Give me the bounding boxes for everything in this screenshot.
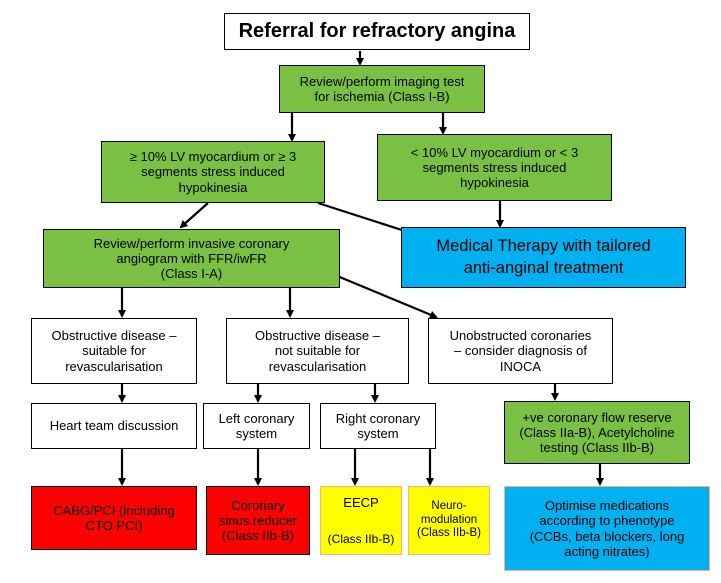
coronary-sinus-reducer-box: Coronary sinus reducer (Class IIb-B)	[206, 486, 310, 555]
left-coronary-box: Left coronary system	[203, 403, 310, 449]
cabg-pci-box: CABG/PCI (including CTO PCI)	[31, 486, 197, 550]
right-coronary-box: Right coronary system	[320, 403, 436, 449]
coronary-flow-reserve-box: +ve coronary flow reserve (Class IIa-B),…	[504, 401, 690, 464]
eecp-class: (Class IIb-B)	[327, 531, 395, 546]
optimise-medications-box: Optimise medications according to phenot…	[504, 486, 710, 571]
title-box: Referral for refractory angina	[224, 13, 530, 50]
angiogram-box: Review/perform invasive coronary angiogr…	[43, 229, 340, 288]
lv-ge10-box: ≥ 10% LV myocardium or ≥ 3 segments stre…	[101, 141, 325, 203]
obstructive-suitable-box: Obstructive disease – suitable for revas…	[31, 318, 197, 384]
unobstructed-box: Unobstructed coronaries – consider diagn…	[428, 318, 613, 384]
imaging-test-box: Review/perform imaging test for ischemia…	[279, 65, 485, 113]
obstructive-not-suitable-box: Obstructive disease – not suitable for r…	[226, 318, 409, 384]
arrow-ge10-medical	[317, 201, 410, 234]
eecp-box: EECP (Class IIb-B)	[320, 486, 402, 555]
heart-team-box: Heart team discussion	[31, 403, 197, 449]
eecp-title: EECP	[343, 495, 379, 510]
medical-therapy-box: Medical Therapy with tailored anti-angin…	[401, 227, 686, 288]
lv-lt10-box: < 10% LV myocardium or < 3 segments stre…	[377, 134, 612, 201]
arrow-ge10-angiogram	[179, 202, 209, 229]
arrow-angiogram-unobstructed	[329, 271, 438, 319]
neuromodulation-box: Neuro- modulation (Class IIb-B)	[408, 486, 490, 555]
